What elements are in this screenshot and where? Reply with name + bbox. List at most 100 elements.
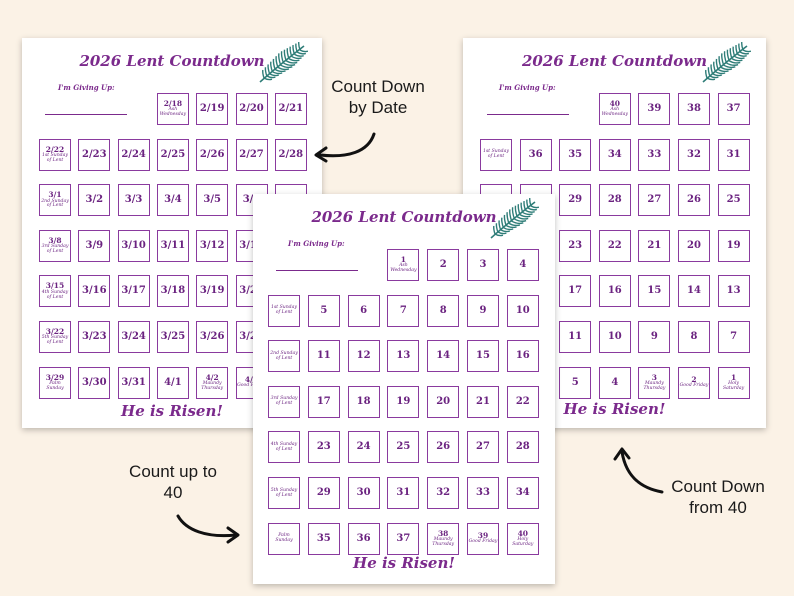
day-number: 32 [436, 487, 451, 498]
he-is-risen-footer: He is Risen! [563, 400, 666, 418]
day-number: 3 [651, 372, 657, 382]
countdown-day-box: 11 [307, 340, 340, 373]
he-is-risen-footer: He is Risen! [121, 402, 223, 420]
countdown-day-box: 2/23 [78, 138, 111, 171]
day-number: 8 [439, 304, 447, 316]
countdown-day-box: 27 [638, 184, 671, 217]
day-number: 15 [476, 350, 490, 362]
day-number: 2/23 [82, 148, 107, 160]
day-number: 26 [687, 194, 701, 206]
day-label: 3rd Sunday of Lent [41, 244, 69, 255]
day-number: 21 [476, 395, 490, 407]
day-number: 3/9 [85, 239, 104, 251]
countdown-day-box: 13 [387, 340, 420, 373]
countdown-day-box: 37 [717, 93, 750, 125]
day-number: 31 [726, 148, 741, 160]
day-number: 30 [356, 487, 371, 498]
day-number: 36 [528, 148, 543, 160]
countdown-day-box: 22 [598, 229, 631, 262]
countdown-day-box: 5 [307, 294, 340, 327]
countdown-day-box: 2/27 [235, 138, 268, 171]
day-number: 2/19 [199, 103, 225, 114]
countdown-day-box: 23 [307, 431, 340, 464]
day-number: 34 [607, 148, 622, 160]
day-number: 3/3 [124, 194, 143, 206]
countdown-day-box: 8 [427, 294, 460, 327]
day-number: 25 [726, 194, 741, 206]
day-label: 3rd Sunday of Lent [270, 396, 298, 407]
day-number: 2/18 [163, 98, 183, 108]
day-number: 11 [568, 331, 583, 342]
caption-line-2: by Date [348, 98, 408, 117]
sheet-title: 2026 Lent Countdown [521, 52, 708, 70]
day-number: 3/5 [203, 194, 221, 206]
day-number: 3/2 [85, 194, 104, 206]
countdown-day-box: 21 [638, 229, 671, 262]
countdown-day-box: 2nd Sunday of Lent [268, 340, 300, 373]
countdown-day-box: 3/19 [196, 275, 229, 308]
countdown-day-box: 36 [347, 522, 380, 555]
day-number: 11 [316, 350, 331, 362]
day-label: Good Friday [237, 383, 266, 389]
giving-up-line [276, 270, 358, 271]
giving-up-line [45, 114, 127, 115]
countdown-day-box: 3/3 [117, 184, 150, 217]
countdown-day-box: 3/5 [196, 184, 229, 217]
day-number: 3/12 [199, 239, 225, 251]
day-number: 3/1 [48, 190, 62, 200]
day-number: 14 [687, 285, 701, 297]
countdown-day-box: 3/24 [117, 321, 150, 353]
countdown-day-box: 3/30 [78, 366, 111, 399]
day-label: Holy Saturday [723, 381, 745, 391]
countdown-day-box: 33 [467, 477, 499, 509]
day-number: 26 [436, 441, 451, 453]
countdown-day-box: 28 [506, 431, 539, 464]
day-number: 17 [568, 285, 583, 297]
day-number: 2/21 [278, 103, 304, 114]
day-number: 20 [436, 395, 451, 407]
day-number: 3/23 [82, 331, 107, 342]
day-number: 4 [519, 259, 527, 270]
countdown-day-box: 15 [638, 275, 671, 308]
countdown-day-box: 13 [717, 275, 750, 308]
countdown-day-box: 35 [307, 522, 340, 555]
countdown-day-box: 3rd Sunday of Lent [268, 385, 300, 418]
day-number: 3/18 [160, 285, 186, 297]
countdown-day-box: 38 [678, 93, 710, 125]
day-number: 3/29 [45, 372, 65, 382]
countdown-day-box: 18 [347, 385, 380, 418]
countdown-day-box: 16 [506, 340, 539, 373]
day-label: Maundy Thursday [201, 381, 224, 391]
day-number: 3/16 [82, 285, 107, 297]
countdown-day-box: 9 [467, 294, 499, 327]
arrow-to-front-sheet-icon [176, 514, 240, 544]
caption-line-1: Count Down [671, 477, 765, 496]
countdown-day-box: 2/26 [196, 138, 229, 171]
arrow-to-left-sheet-icon [314, 132, 376, 163]
countdown-day-box: 4th Sunday of Lent [268, 431, 300, 464]
day-number: 20 [687, 239, 701, 251]
countdown-day-box: 4 [506, 249, 539, 281]
countdown-day-box: 2/21 [274, 93, 307, 125]
countdown-day-box: 11 [559, 321, 592, 353]
countdown-day-box: 10 [598, 321, 631, 353]
day-label: Ash Wednesday [601, 107, 628, 118]
countdown-day-box: Palm Sunday [268, 522, 300, 555]
day-number: 17 [316, 395, 331, 407]
countdown-day-box: 39 [638, 93, 671, 125]
day-number: 2/28 [278, 148, 304, 160]
day-number: 12 [356, 350, 371, 362]
day-number: 2/20 [239, 103, 264, 114]
day-number: 19 [726, 239, 741, 251]
day-label: Good Friday [679, 383, 709, 389]
countdown-day-box: 5th Sunday of Lent [268, 477, 300, 509]
day-number: 3/8 [48, 235, 62, 245]
countdown-day-box: 3/31 [117, 366, 150, 399]
day-number: 7 [399, 304, 407, 316]
giving-up-label: I'm Giving Up: [499, 83, 556, 92]
